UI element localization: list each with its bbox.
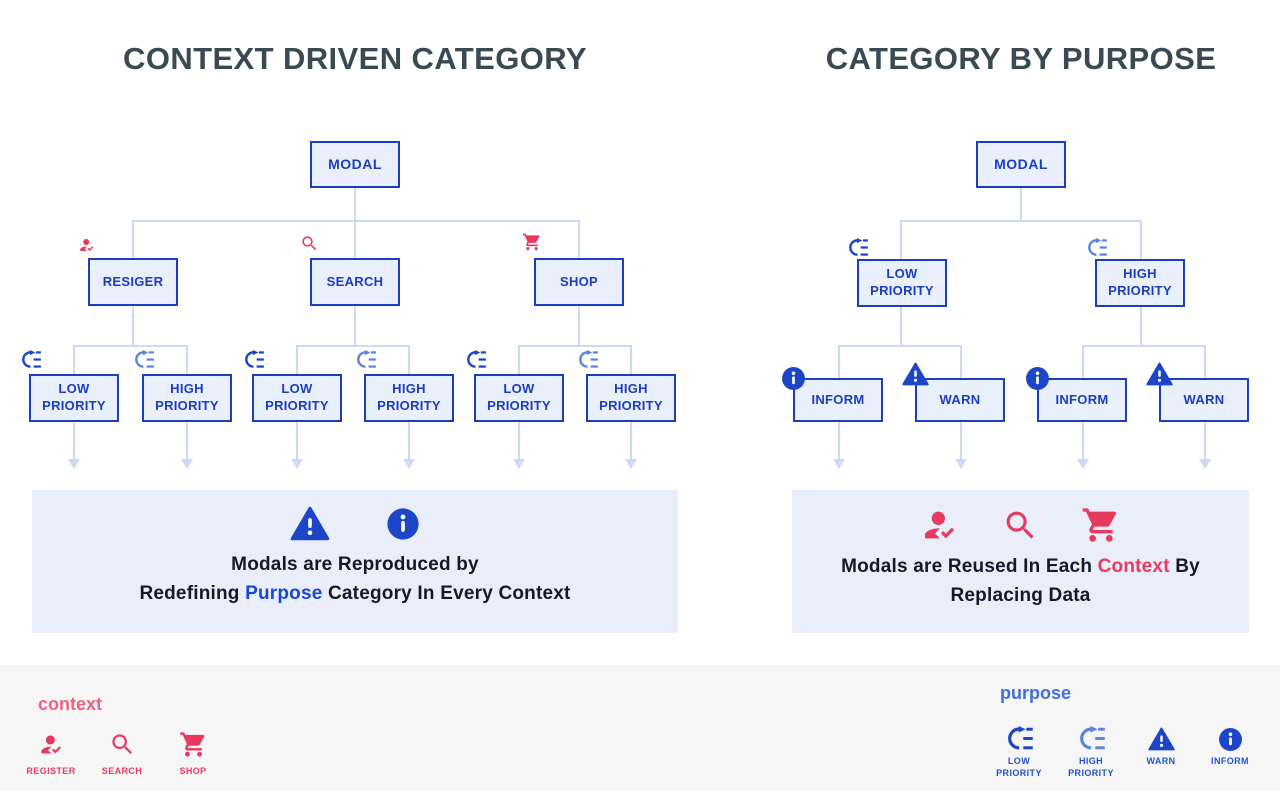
highlight-context: Context xyxy=(1097,556,1170,577)
flow-arrow-icon xyxy=(1199,459,1211,469)
connector-line xyxy=(900,220,902,259)
flow-arrow-icon xyxy=(833,459,845,469)
inform-icon xyxy=(386,507,420,541)
register-icon xyxy=(38,731,65,758)
flow-arrow-icon xyxy=(403,459,415,469)
low-priority-icon xyxy=(1004,726,1033,751)
connector-line xyxy=(900,307,902,345)
connector-line xyxy=(132,306,134,345)
flow-arrow-icon xyxy=(291,459,303,469)
node-modal: MODAL xyxy=(310,141,400,188)
connector-line xyxy=(901,220,1141,222)
search-icon xyxy=(300,234,319,253)
flow-arrow-icon xyxy=(1077,459,1089,469)
inform-icon xyxy=(781,366,806,391)
shop-icon xyxy=(1081,505,1121,545)
legend-band xyxy=(0,665,1280,790)
flow-arrow-icon xyxy=(955,459,967,469)
high-priority-icon xyxy=(1076,726,1105,751)
connector-line xyxy=(354,220,356,258)
low-priority-icon xyxy=(846,238,868,257)
legend-purpose-title: purpose xyxy=(1000,683,1072,703)
connector-line xyxy=(354,188,356,220)
connector-line xyxy=(73,345,187,347)
high-priority-icon xyxy=(354,350,376,369)
warn-icon xyxy=(902,362,929,386)
right-diagram-title: CATEGORY BY PURPOSE xyxy=(825,41,1217,76)
connector-line xyxy=(518,345,631,347)
high-priority-icon xyxy=(576,350,598,369)
connector-line xyxy=(354,306,356,345)
register-icon xyxy=(920,505,960,545)
left-panel-line1: Modals are Reproduced by xyxy=(231,554,479,575)
low-priority-icon xyxy=(19,350,41,369)
left-panel-icons xyxy=(290,506,420,541)
left-diagram-title: CONTEXT DRIVEN CATEGORY xyxy=(123,41,587,76)
high-priority-icon xyxy=(1085,238,1107,257)
node-warn: WARN xyxy=(915,378,1005,422)
legend-label-warn: WARN xyxy=(1146,756,1176,766)
node-modal: MODAL xyxy=(976,141,1066,188)
warn-icon xyxy=(290,506,330,541)
right-summary-panel: Modals are Reused In Each Context By Rep… xyxy=(792,490,1249,633)
right-panel-line1: Modals are Reused In Each Context By xyxy=(841,556,1200,577)
right-panel-line2: Replacing Data xyxy=(950,584,1091,606)
legend-context-title: context xyxy=(38,694,103,714)
low-priority-icon xyxy=(242,350,264,369)
inform-icon xyxy=(1025,366,1050,391)
warn-icon xyxy=(1148,727,1175,751)
connector-line xyxy=(1140,220,1142,259)
shop-icon xyxy=(522,232,542,252)
legend-label-register: REGISTER xyxy=(26,766,76,776)
flow-arrow-icon xyxy=(68,459,80,469)
node-shop: SHOP xyxy=(534,258,624,306)
search-icon xyxy=(1002,507,1039,544)
node-inform: INFORM xyxy=(793,378,883,422)
legend-label-shop: SHOP xyxy=(179,766,207,776)
flow-arrow-icon xyxy=(513,459,525,469)
low-priority-icon xyxy=(464,350,486,369)
connector-line xyxy=(296,345,409,347)
inform-icon xyxy=(1218,727,1243,752)
left-panel-line2: Redefining Purpose Category In Every Con… xyxy=(139,582,571,604)
highlight-purpose: Purpose xyxy=(245,582,323,604)
warn-icon xyxy=(1146,362,1173,386)
connector-line xyxy=(578,306,580,345)
register-icon xyxy=(78,236,96,254)
left-summary-panel: Modals are Reproduced by Redefining Purp… xyxy=(32,490,678,633)
legend-label-search: SEARCH xyxy=(101,766,143,776)
legend-label-inform: INFORM xyxy=(1211,756,1249,766)
node-inform: INFORM xyxy=(1037,378,1127,422)
flow-arrow-icon xyxy=(181,459,193,469)
connector-line xyxy=(838,345,961,347)
node-warn: WARN xyxy=(1159,378,1249,422)
connector-line xyxy=(1140,307,1142,345)
connector-line xyxy=(132,220,134,258)
high-priority-icon xyxy=(132,350,154,369)
connector-line xyxy=(1082,345,1205,347)
search-icon xyxy=(109,731,136,758)
connector-line xyxy=(578,220,580,258)
flow-arrow-icon xyxy=(625,459,637,469)
right-panel-icons xyxy=(920,505,1121,545)
shop-icon xyxy=(179,730,208,759)
node-search: SEARCH xyxy=(310,258,400,306)
connector-line xyxy=(133,220,579,222)
node-resiger: RESIGER xyxy=(88,258,178,306)
connector-line xyxy=(1020,188,1022,220)
